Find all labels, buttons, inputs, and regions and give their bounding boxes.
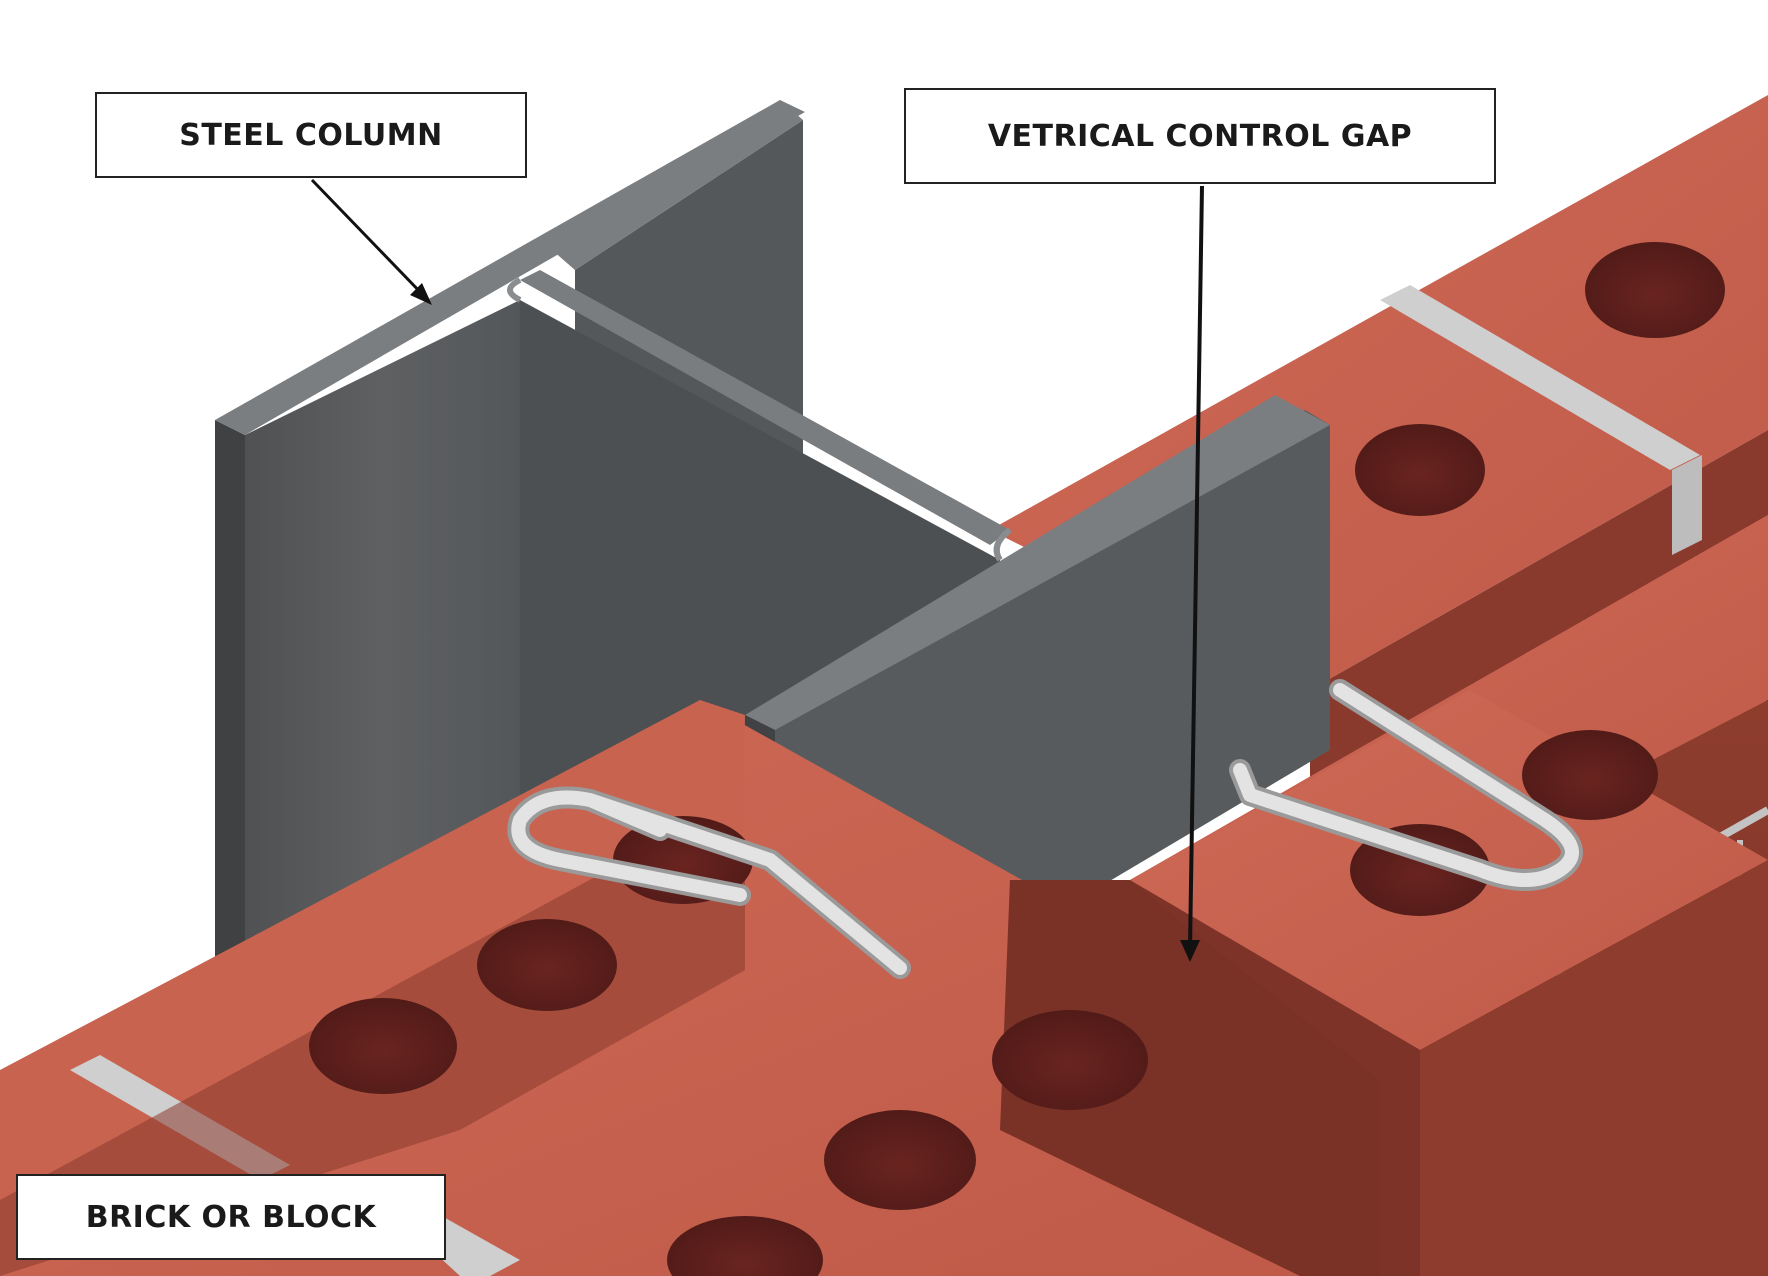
- steel-fillet: [993, 527, 1012, 562]
- wall-ties: [507, 679, 1583, 979]
- front-course-side: [1000, 880, 1380, 1276]
- steel-front-flange-main: [245, 300, 520, 1000]
- front-brick-course: [0, 700, 1380, 1276]
- steel-fillet: [507, 277, 522, 303]
- brick-hole: [1585, 242, 1725, 338]
- wall-tie-left-highlight: [511, 790, 907, 975]
- label-steel-column: STEEL COLUMN: [95, 92, 527, 178]
- right-front-course-upper: [1130, 515, 1768, 880]
- leader-gap-arrowhead: [1180, 940, 1200, 962]
- label-vertical-control-gap: VETRICAL CONTROL GAP: [904, 88, 1496, 184]
- leader-steel-arrowhead: [410, 283, 432, 305]
- mortar-joint: [1672, 455, 1702, 555]
- brick-hole: [1522, 730, 1658, 820]
- wall-tie-right-highlight: [1233, 683, 1579, 887]
- brick-hole: [824, 1110, 976, 1210]
- mortar-joint: [1380, 285, 1700, 470]
- brick-hole: [667, 1216, 823, 1276]
- brick-hole: [309, 998, 457, 1094]
- leader-steel-column: [310, 178, 427, 299]
- steel-front-flange-top: [215, 100, 805, 435]
- leader-control-gap: [1188, 185, 1204, 949]
- leader-lines: [310, 178, 1204, 962]
- brick-hole: [477, 919, 617, 1011]
- steel-front-flange-face: [215, 420, 245, 975]
- gap-brick-right: [1420, 860, 1768, 1276]
- brick-hole: [1355, 424, 1485, 516]
- steel-web-top: [520, 270, 1010, 545]
- brick-hole: [992, 1010, 1148, 1110]
- label-brick-or-block: BRICK OR BLOCK: [16, 1174, 446, 1260]
- steel-right-flange-top: [745, 395, 1330, 730]
